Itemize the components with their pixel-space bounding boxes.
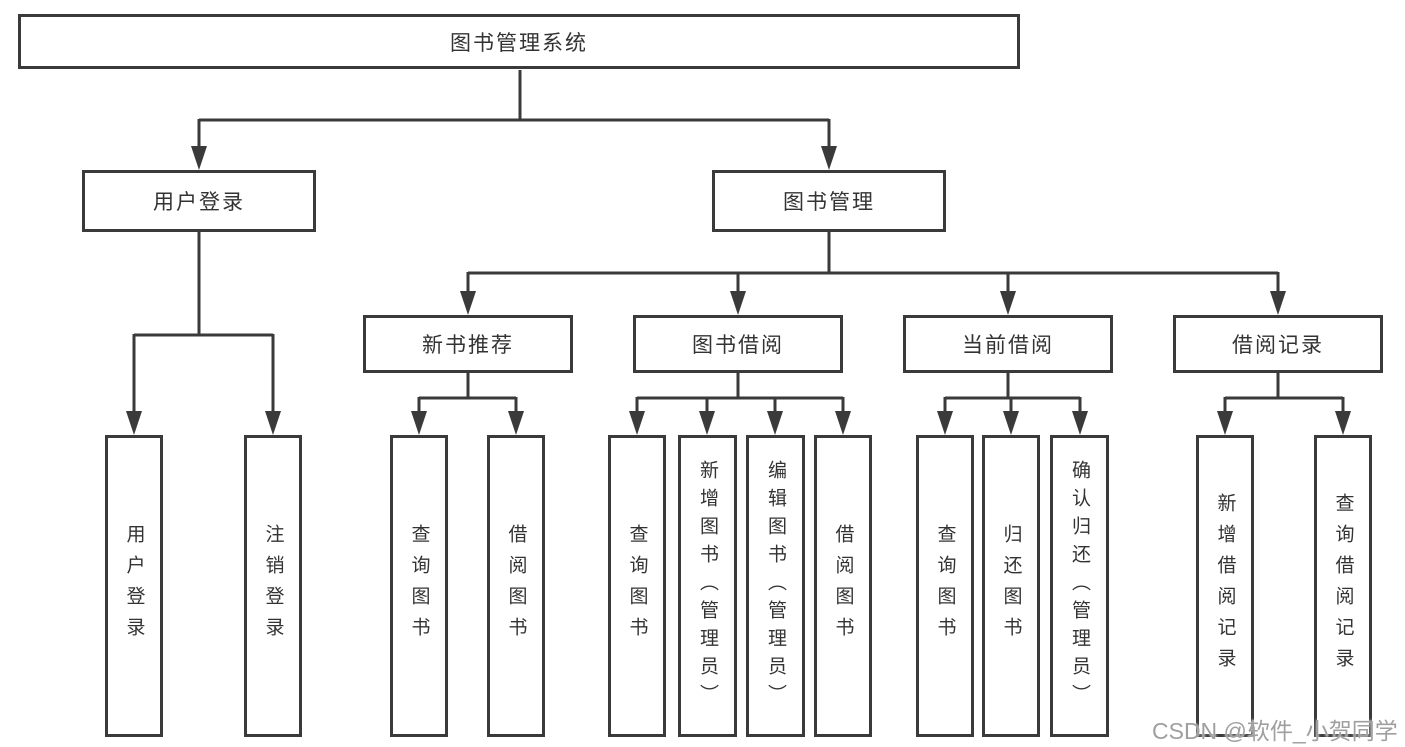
node-user-login: 用户登录 (82, 170, 316, 232)
node-current-borrowing: 当前借阅 (903, 315, 1113, 373)
leaf-borrow-books-borrowing: 借阅图书 (814, 435, 872, 737)
node-root-label: 图书管理系统 (450, 31, 588, 55)
leaf-query-books-current: 查询图书 (916, 435, 974, 737)
leaf-add-borrow-record-label: 新增借阅记录 (1214, 493, 1236, 679)
leaf-borrow-books-recommend: 借阅图书 (487, 435, 545, 737)
leaf-logout-login-label: 注销登录 (262, 524, 284, 648)
leaf-query-borrow-record-label: 查询借阅记录 (1332, 493, 1354, 679)
leaf-add-books-admin: 新增图书（管理员） (678, 435, 737, 737)
leaf-query-books-recommend: 查询图书 (390, 435, 448, 737)
leaf-borrow-books-borrowing-label: 借阅图书 (832, 524, 854, 648)
node-borrowing-records: 借阅记录 (1173, 315, 1383, 373)
node-book-borrowing-label: 图书借阅 (692, 334, 784, 357)
leaf-confirm-return-admin: 确认归还（管理员） (1050, 435, 1109, 737)
node-user-login-label: 用户登录 (153, 191, 245, 214)
csdn-watermark: CSDN @软件_小贺同学 (1152, 718, 1398, 744)
node-current-borrowing-label: 当前借阅 (962, 334, 1054, 357)
node-book-borrowing: 图书借阅 (633, 315, 843, 373)
leaf-edit-books-admin-label: 编辑图书（管理员） (765, 460, 786, 712)
leaf-query-books-current-label: 查询图书 (934, 524, 956, 648)
node-book-management-label: 图书管理 (783, 191, 875, 214)
leaf-query-books-recommend-label: 查询图书 (408, 524, 430, 648)
node-root: 图书管理系统 (18, 14, 1020, 69)
arrowhead-icons (126, 146, 1351, 435)
node-new-book-recommend-label: 新书推荐 (422, 334, 514, 357)
leaf-logout-login: 注销登录 (244, 435, 302, 737)
node-borrowing-records-label: 借阅记录 (1232, 334, 1324, 357)
leaf-add-borrow-record: 新增借阅记录 (1196, 435, 1254, 737)
node-book-management: 图书管理 (712, 170, 946, 232)
leaf-query-books-borrowing-label: 查询图书 (626, 524, 648, 648)
leaf-confirm-return-admin-label: 确认归还（管理员） (1069, 460, 1090, 712)
leaf-query-books-borrowing: 查询图书 (608, 435, 666, 737)
leaf-user-login-label: 用户登录 (123, 524, 145, 648)
leaf-borrow-books-recommend-label: 借阅图书 (505, 524, 527, 648)
leaf-return-books: 归还图书 (982, 435, 1040, 737)
node-new-book-recommend: 新书推荐 (363, 315, 573, 373)
leaf-edit-books-admin: 编辑图书（管理员） (746, 435, 805, 737)
leaf-add-books-admin-label: 新增图书（管理员） (697, 460, 718, 712)
leaf-query-borrow-record: 查询借阅记录 (1314, 435, 1372, 737)
leaf-user-login: 用户登录 (105, 435, 163, 737)
leaf-return-books-label: 归还图书 (1000, 524, 1022, 648)
